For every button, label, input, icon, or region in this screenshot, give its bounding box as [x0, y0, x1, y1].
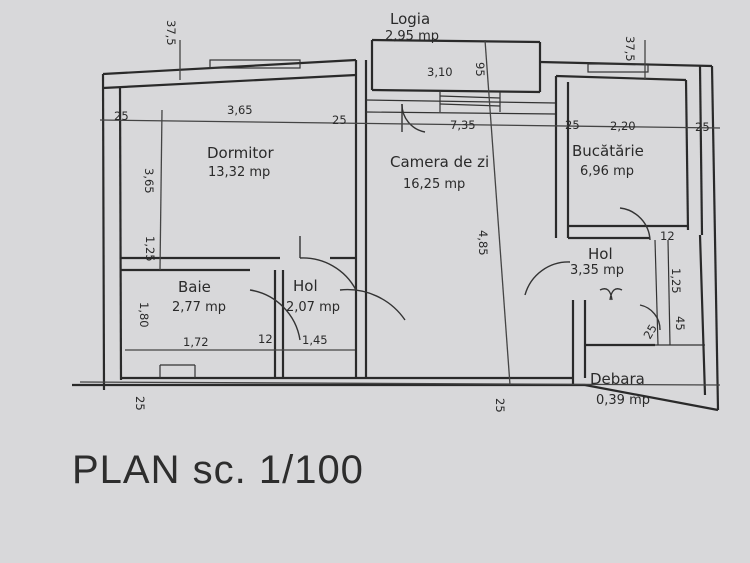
dim-wall-right-end: 25	[695, 120, 710, 134]
dim-dormitor-height: 3,65	[142, 168, 156, 194]
room-name-debara: Debara	[590, 370, 645, 388]
dim-baie-width: 1,72	[183, 335, 209, 349]
room-area-hol-left: 2,07 mp	[286, 300, 340, 315]
room-name-hol-left: Hol	[293, 277, 318, 295]
dim-bottom-mid: 25	[493, 398, 507, 413]
dim-debara-width: 1,25	[669, 268, 683, 294]
dim-logia-width: 3,10	[427, 65, 453, 79]
dimension-labels: 3,65 3,65 25 25 25 25 7,35 4,85 2,20 3,1…	[114, 20, 710, 413]
room-name-dormitor: Dormitor	[207, 144, 274, 162]
room-name-logia: Logia	[390, 10, 430, 28]
room-labels: Dormitor 13,32 mp Camera de zi 16,25 mp …	[172, 10, 650, 408]
dim-partition-small: 12	[258, 332, 273, 346]
walls	[72, 38, 720, 412]
dim-bucatarie-width: 2,20	[610, 119, 636, 133]
dimension-lines	[79, 39, 721, 386]
room-name-hol-right: Hol	[588, 245, 613, 263]
dim-camera-width: 7,35	[450, 118, 476, 132]
plan-title: PLAN sc. 1/100	[72, 448, 364, 492]
dim-debara-wall: 25	[640, 322, 659, 342]
room-area-dormitor: 13,32 mp	[208, 165, 270, 180]
dim-baie-height: 1,80	[137, 302, 151, 328]
room-name-baie: Baie	[178, 278, 211, 296]
dim-debara-small: 45	[673, 316, 687, 331]
dim-wall-right-kitchen: 25	[565, 118, 580, 132]
dim-hol-width: 1,45	[302, 333, 328, 347]
windows	[209, 59, 649, 112]
room-name-bucatarie: Bucătărie	[572, 142, 644, 160]
room-area-bucatarie: 6,96 mp	[580, 164, 634, 179]
dim-kitchen-small: 12	[660, 229, 675, 243]
room-name-camera-de-zi: Camera de zi	[390, 153, 489, 171]
room-area-baie: 2,77 mp	[172, 300, 226, 315]
dim-wall-left: 25	[114, 109, 129, 123]
room-area-hol-right: 3,35 mp	[570, 263, 624, 278]
room-area-logia: 2,95 mp	[385, 29, 439, 44]
dim-logia-depth: 95	[473, 62, 487, 77]
dim-bottom-left: 25	[133, 396, 147, 411]
room-area-debara: 0,39 mp	[596, 393, 650, 408]
dim-camera-height: 4,85	[476, 230, 490, 256]
dim-top-right: 37,5	[623, 36, 637, 62]
room-area-camera-de-zi: 16,25 mp	[403, 177, 465, 192]
doors	[249, 103, 661, 341]
dim-dormitor-width: 3,65	[227, 103, 253, 117]
dim-partition-125: 1,25	[143, 236, 157, 262]
dim-wall-mid: 25	[332, 113, 347, 127]
dim-top-left: 37,5	[164, 20, 178, 46]
